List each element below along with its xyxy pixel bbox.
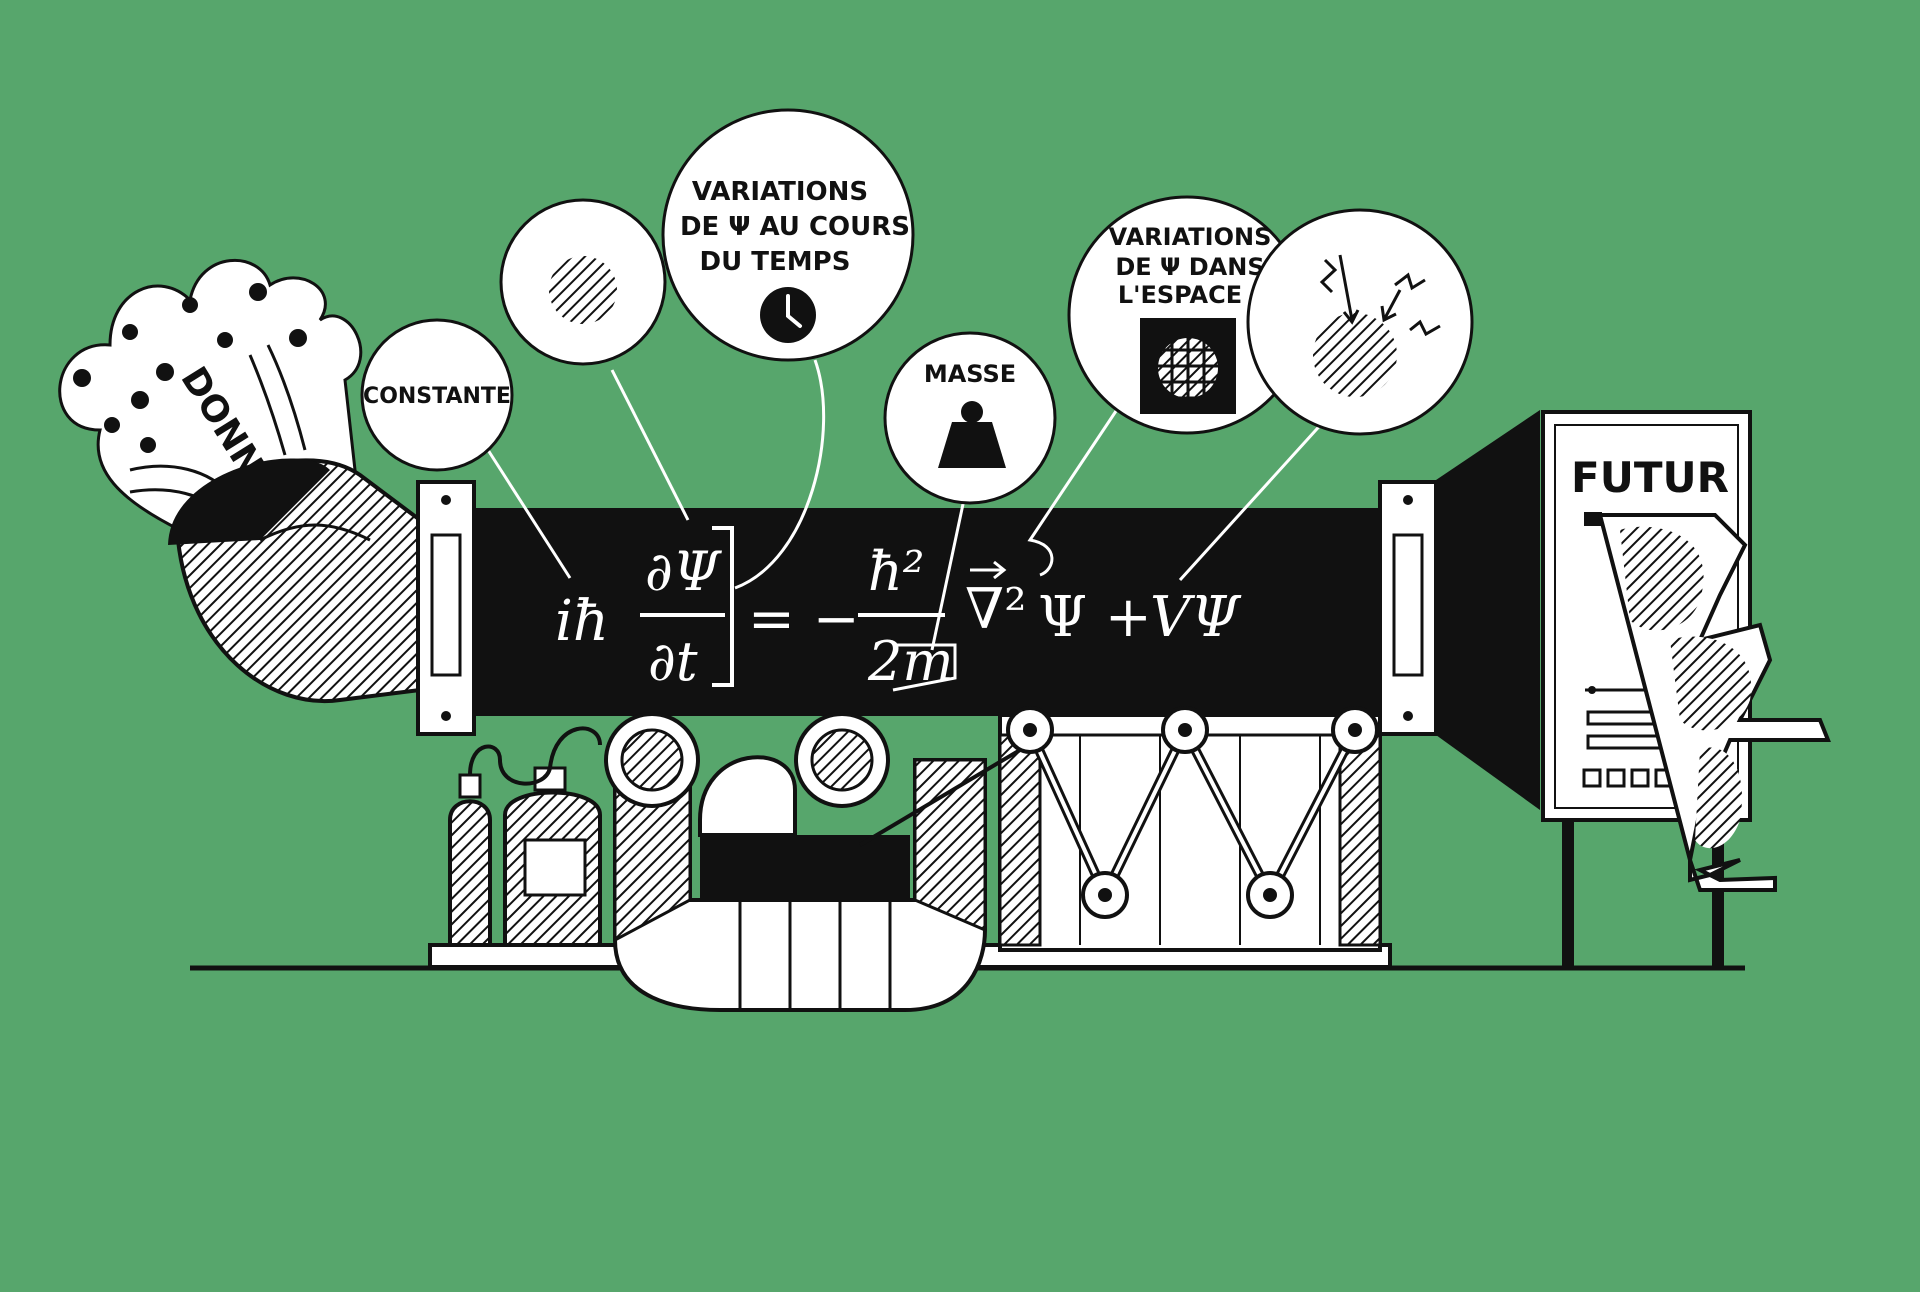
eq-bracket: [712, 526, 734, 687]
constant-label: CONSTANTE: [363, 384, 511, 409]
arrows-icon: [1319, 254, 1441, 337]
input-funnel: [168, 458, 422, 704]
schrodinger-equation: iħ ∂Ψ ∂t = − ħ² 2m ∇² Ψ + VΨ: [555, 526, 1241, 693]
space-label-3: L'ESPACE: [1118, 281, 1242, 309]
paper-printout: [1597, 513, 1831, 892]
space-label-1: VARIATIONS: [1109, 223, 1272, 251]
eq-v-psi: VΨ: [1150, 585, 1241, 650]
space-label-2: DE Ψ DANS: [1115, 253, 1264, 281]
bubble-reduced-planck: [499, 198, 667, 366]
right-flange: [1378, 480, 1438, 736]
eq-i-hbar: iħ: [555, 589, 609, 654]
eq-nabla-sq: ∇²: [965, 577, 1027, 642]
bubble-constant: CONSTANTE: [360, 318, 514, 472]
time-label-3: DU TEMPS: [700, 247, 851, 277]
eq-d-t: ∂t: [648, 630, 698, 693]
time-label-1: VARIATIONS: [692, 177, 868, 207]
gas-tank-left: [448, 773, 492, 947]
eq-equals-minus: = −: [748, 587, 860, 652]
callout-lines: [486, 359, 1327, 651]
weight-icon: [938, 401, 1006, 468]
eq-two-m: 2m: [867, 630, 954, 693]
future-label: FUTUR: [1571, 453, 1729, 502]
gas-hose: [468, 726, 602, 786]
output-horn: [1436, 410, 1540, 810]
belt-pulleys: [1006, 706, 1379, 919]
hatched-dot: [549, 256, 617, 324]
left-flange: [416, 480, 476, 736]
eq-d-psi: ∂Ψ: [645, 540, 723, 603]
clock-icon: [760, 287, 816, 343]
eq-psi-plus: Ψ +: [1038, 585, 1152, 650]
bubble-potential: [1246, 208, 1474, 436]
pipe-assembly: [604, 712, 1022, 1012]
bubble-mass: MASSE: [883, 331, 1057, 505]
mass-label: MASSE: [924, 360, 1016, 388]
hatched-particle: [1313, 313, 1397, 397]
eq-mass-bracket: [892, 643, 957, 692]
bubble-space: VARIATIONS DE Ψ DANS L'ESPACE: [1067, 195, 1307, 435]
gas-tank-right: [503, 766, 602, 947]
equation-tube: [440, 508, 1410, 716]
eq-hbar-sq: ħ²: [868, 540, 924, 603]
time-label-2: DE Ψ AU COURS: [680, 212, 910, 242]
eq-nabla-arrow: [970, 560, 1007, 580]
grid-icon: [1140, 318, 1236, 414]
bubble-time: VARIATIONS DE Ψ AU COURS DU TEMPS: [661, 108, 915, 362]
